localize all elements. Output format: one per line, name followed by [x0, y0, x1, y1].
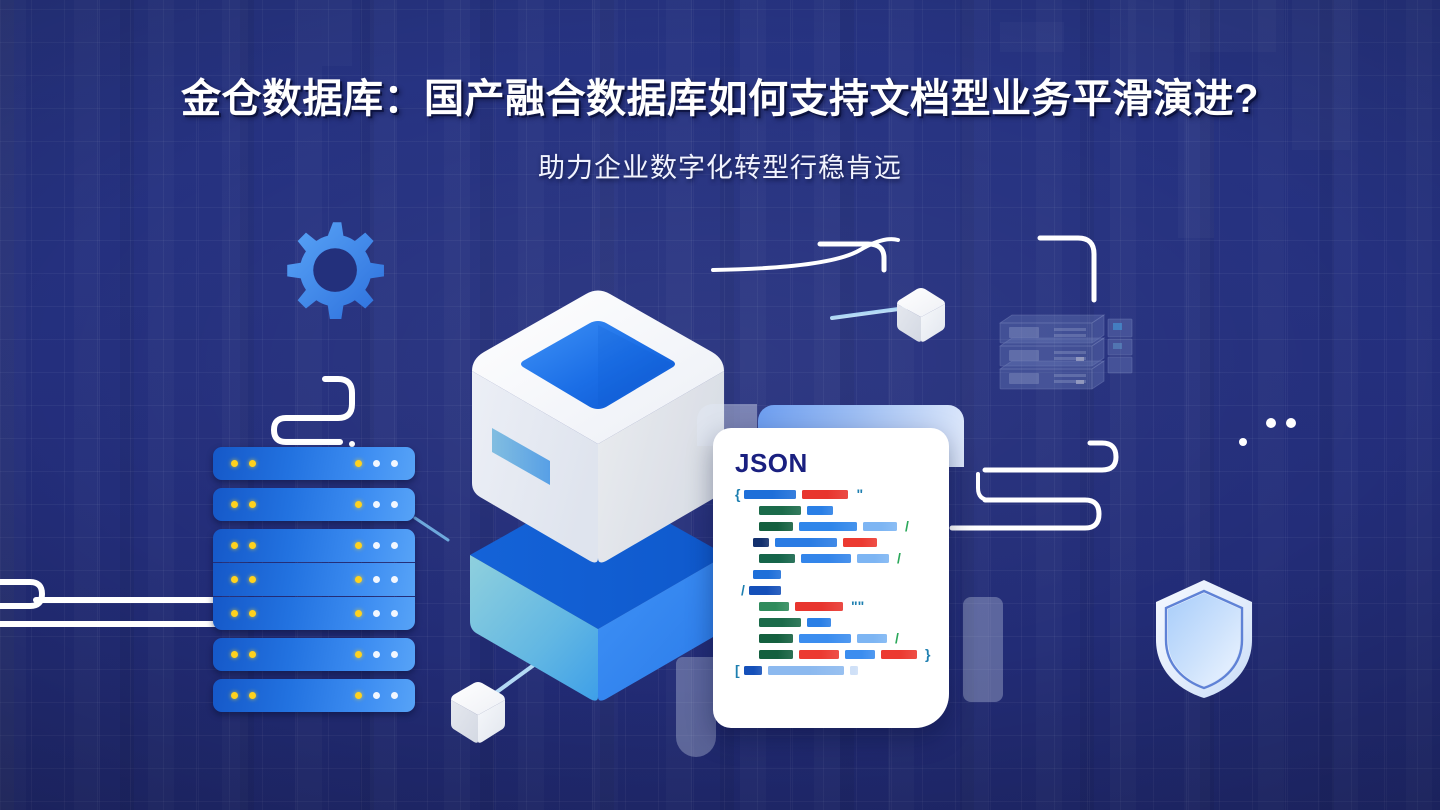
json-card-label: JSON — [735, 448, 808, 478]
server-rack-bar — [213, 679, 415, 712]
server-rack-bar — [213, 447, 415, 480]
json-code-segment — [843, 538, 877, 547]
json-bracket-open: [ — [735, 662, 740, 678]
isometric-database-cube — [470, 290, 726, 701]
json-code-segment — [759, 602, 789, 611]
json-bracket-close: / — [895, 630, 899, 646]
json-code-segment — [807, 506, 833, 515]
server-rack-bar — [213, 638, 415, 671]
json-code-row: } — [735, 646, 931, 662]
gear-icon — [287, 222, 384, 319]
json-code-segment — [857, 554, 889, 563]
json-code-row — [735, 618, 931, 627]
json-code-segment — [753, 570, 781, 579]
json-code-row — [735, 538, 931, 547]
json-code-segment — [881, 650, 917, 659]
server-rack-bar — [213, 597, 415, 630]
json-code-segment — [753, 538, 769, 547]
background-server-stack — [998, 314, 1133, 390]
server-rack — [213, 447, 415, 720]
json-code-segment — [744, 490, 797, 499]
server-rack-group — [213, 529, 415, 630]
json-code-segment — [759, 634, 793, 643]
json-code-segment — [799, 650, 839, 659]
json-code-segment — [759, 618, 801, 627]
json-bracket-open: { — [735, 486, 741, 502]
json-code-segment — [743, 666, 762, 675]
json-bracket-close: " — [856, 486, 864, 502]
json-code-segment — [807, 618, 831, 627]
json-code-row — [735, 506, 931, 515]
json-code-row: / — [735, 630, 931, 646]
title-block: 金仓数据库：国产融合数据库如何支持文档型业务平滑演进? 助力企业数字化转型行稳肯… — [0, 66, 1440, 185]
json-code-segment — [863, 522, 897, 531]
json-code-segment — [759, 522, 793, 531]
json-code-row: [ — [735, 662, 931, 678]
json-code-segment — [849, 666, 858, 675]
json-code-segment — [857, 634, 887, 643]
json-code-segment — [775, 538, 837, 547]
json-bracket-close: } — [925, 646, 931, 662]
json-code-segment — [759, 506, 801, 515]
ghost-panel-left — [676, 657, 716, 757]
json-code-segment — [799, 634, 851, 643]
json-bracket-close: / — [905, 518, 909, 534]
json-code-segment — [748, 586, 781, 595]
json-code-block: {"///""/}[ — [735, 486, 931, 678]
json-code-segment — [759, 554, 795, 563]
json-bracket-open: / — [741, 582, 745, 598]
json-code-segment — [801, 554, 851, 563]
json-code-segment — [795, 602, 843, 611]
json-code-segment — [845, 650, 875, 659]
json-code-row: / — [735, 550, 931, 566]
server-rack-bar — [213, 488, 415, 521]
page-subtitle: 助力企业数字化转型行稳肯远 — [538, 153, 902, 183]
server-rack-bar — [213, 529, 415, 562]
json-card[interactable]: JSON {"///""/}[ — [713, 428, 949, 728]
json-code-segment — [759, 650, 793, 659]
json-code-segment — [767, 666, 844, 675]
json-bracket-close: / — [897, 550, 901, 566]
shield-icon — [1156, 580, 1252, 698]
ghost-panel-right — [963, 597, 1003, 702]
mini-cube-left — [451, 682, 505, 743]
page-title: 金仓数据库：国产融合数据库如何支持文档型业务平滑演进? — [181, 77, 1259, 121]
mini-cube-right — [897, 288, 945, 342]
json-code-row — [735, 570, 931, 579]
json-code-row: / — [735, 518, 931, 534]
json-code-row: / — [735, 582, 931, 598]
json-bracket-close: "" — [851, 598, 865, 614]
json-code-segment — [799, 522, 857, 531]
json-code-row: "" — [735, 598, 931, 614]
server-rack-bar — [213, 563, 415, 596]
json-code-row: {" — [735, 486, 931, 502]
json-code-segment — [802, 490, 849, 499]
